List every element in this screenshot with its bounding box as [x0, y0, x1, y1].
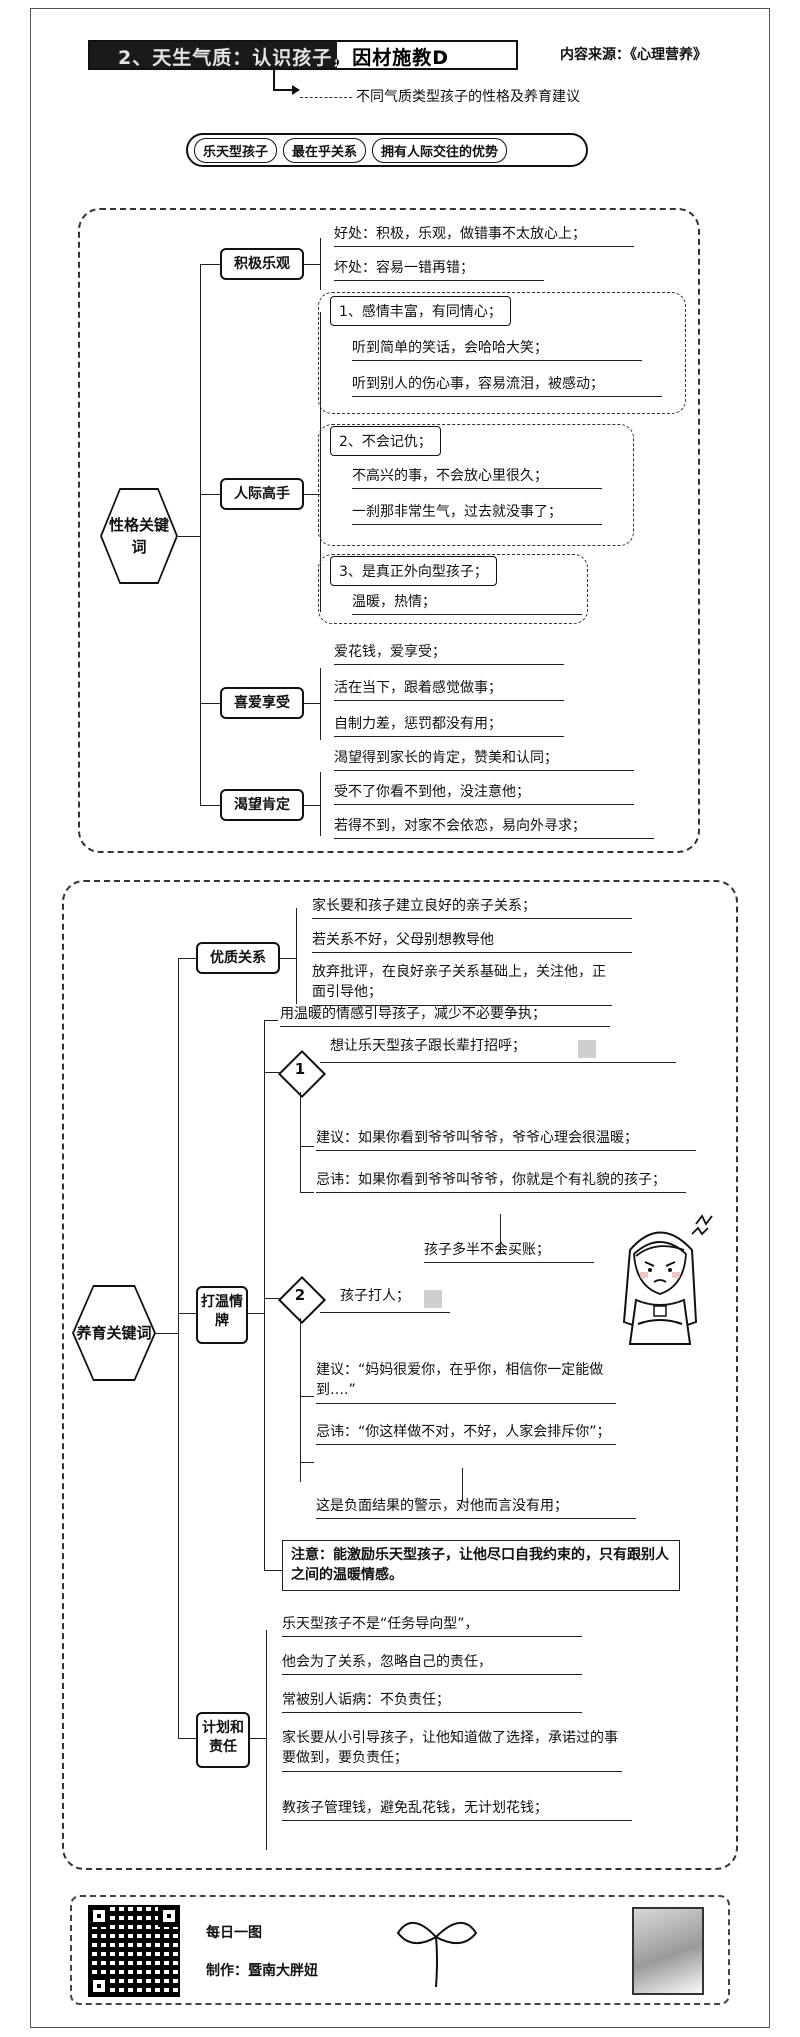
- social-group-frame: [318, 554, 588, 624]
- pill-item: 拥有人际交往的优势: [372, 137, 508, 163]
- qr-code-icon: [88, 1905, 180, 1997]
- relation-item: 家长要和孩子建立良好的亲子关系；: [312, 896, 632, 920]
- warm-intro: 用温暖的情感引导孩子，减少不必要争执；: [280, 1004, 610, 1028]
- enjoy-item: 自制力差，惩罚都没有用；: [334, 714, 564, 738]
- seedling-logo-icon: [396, 1922, 478, 1988]
- pixel-mark: [578, 1040, 596, 1058]
- page-subtitle: 不同气质类型孩子的性格及养育建议: [300, 86, 580, 106]
- thumbnail-image: [632, 1907, 704, 1995]
- social-item: 一刹那非常生气，过去就没事了；: [352, 502, 602, 526]
- branch-relation: 优质关系: [196, 942, 280, 974]
- content-source: 内容来源：《心理营养》: [560, 47, 707, 63]
- plan-item: 教孩子管理钱，避免乱花钱，无计划花钱；: [282, 1798, 632, 1822]
- title-fill: [90, 42, 338, 68]
- recognition-item: 渴望得到家长的肯定，赞美和认同；: [334, 748, 634, 772]
- case-result: 这是负面结果的警示，对他而言没有用；: [316, 1496, 636, 1520]
- case-avoid: 忌讳：如果你看到爷爷叫爷爷，你就是个有礼貌的孩子；: [316, 1170, 686, 1194]
- subtitle-text: 不同气质类型孩子的性格及养育建议: [356, 89, 580, 105]
- pixel-mark: [424, 1290, 442, 1308]
- angry-girl-icon: [622, 1214, 713, 1345]
- parenting-region: [62, 880, 738, 1870]
- case-title: 孩子打人；: [340, 1288, 410, 1304]
- pill-item: 最在乎关系: [283, 137, 367, 163]
- social-group-head: 1、感情丰富，有同情心；: [330, 296, 511, 326]
- case-suggest: 建议：“妈妈很爱你，在乎你，相信你一定能做到….”: [316, 1360, 616, 1404]
- social-item: 温暖，热情；: [352, 592, 582, 616]
- relation-item: 放弃批评，在良好亲子关系基础上，关注他，正面引导他；: [312, 962, 612, 1006]
- plan-item: 常被别人诟病：不负责任；: [282, 1690, 582, 1714]
- plan-item: 家长要从小引导孩子，让他知道做了选择，承诺过的事要做到，要负责任；: [282, 1728, 622, 1772]
- social-group-head: 2、不会记仇；: [330, 426, 441, 456]
- case-number: 1: [294, 1060, 306, 1078]
- footer-daily: 每日一图: [206, 1925, 262, 1941]
- page-title: 2、天生气质：认识孩子，因材施教D: [118, 47, 449, 69]
- case-suggest: 建议：如果你看到爷爷叫爷爷，爷爷心理会很温暖；: [316, 1128, 696, 1152]
- case-title: 想让乐天型孩子跟长辈打招呼；: [330, 1038, 526, 1054]
- enjoy-item: 爱花钱，爱享受；: [334, 642, 564, 666]
- personality-root: 性格关键词: [100, 488, 178, 584]
- plan-item: 乐天型孩子不是“任务导向型”，: [282, 1614, 582, 1638]
- pill-item: 乐天型孩子: [194, 137, 278, 163]
- social-group-frame: [318, 424, 634, 546]
- social-item: 听到别人的伤心事，容易流泪，被感动；: [352, 374, 662, 398]
- case-number: 2: [294, 1286, 306, 1304]
- plan-item: 他会为了关系，忽略自己的责任，: [282, 1652, 582, 1676]
- social-item: 听到简单的笑话，会哈哈大笑；: [352, 338, 642, 362]
- branch-enjoy: 喜爱享受: [220, 687, 304, 719]
- optimism-item: 坏处：容易一错再错；: [334, 258, 544, 282]
- warm-note: 注意：能激励乐天型孩子，让他尽口自我约束的，只有跟别人之间的温暖情感。: [282, 1540, 680, 1591]
- footer-maker: 制作：暨南大胖妞: [206, 1963, 318, 1979]
- social-group-head: 3、是真正外向型孩子；: [330, 556, 497, 586]
- relation-item: 若关系不好，父母别想教导他: [312, 930, 632, 954]
- branch-optimism: 积极乐观: [220, 248, 304, 280]
- branch-social: 人际高手: [220, 478, 304, 510]
- branch-warm: 打温情牌: [196, 1286, 248, 1344]
- page-frame: [30, 8, 770, 2028]
- recognition-item: 受不了你看不到他，没注意他；: [334, 782, 634, 806]
- enjoy-item: 活在当下，跟着感觉做事；: [334, 678, 564, 702]
- personality-region: [78, 208, 700, 853]
- social-item: 不高兴的事，不会放心里很久；: [352, 466, 602, 490]
- footer-panel: 每日一图 制作：暨南大胖妞: [70, 1895, 730, 2005]
- parenting-root: 养育关键词: [72, 1285, 156, 1381]
- branch-plan: 计划和责任: [196, 1712, 250, 1768]
- arrow-icon: [273, 70, 300, 95]
- case-result: 孩子多半不会买账；: [424, 1240, 594, 1264]
- case-avoid: 忌讳：“你这样做不对，不好，人家会排斥你”；: [316, 1422, 616, 1446]
- optimism-item: 好处：积极，乐观，做错事不太放心上；: [334, 224, 634, 248]
- recognition-item: 若得不到，对家不会依恋，易向外寻求；: [334, 816, 654, 840]
- theme-pill: 乐天型孩子 最在乎关系 拥有人际交往的优势: [186, 133, 588, 167]
- title-banner: 2、天生气质：认识孩子，因材施教D: [88, 40, 518, 70]
- social-group-frame: [318, 292, 686, 414]
- branch-recognition: 渴望肯定: [220, 789, 304, 821]
